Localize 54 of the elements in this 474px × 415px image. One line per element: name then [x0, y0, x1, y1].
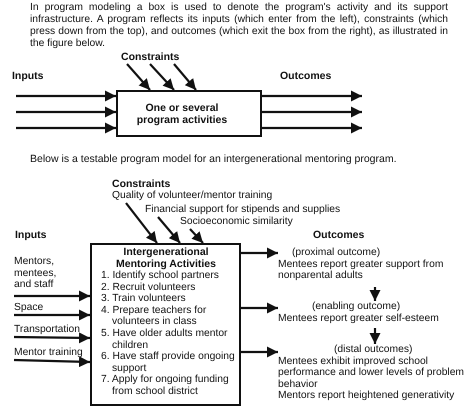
- process-box: [116, 90, 262, 137]
- constraint-text: Socioeconomic similarity: [180, 216, 330, 229]
- arrow: [125, 202, 158, 244]
- arrow: [16, 90, 116, 102]
- section-heading: Outcomes: [313, 229, 364, 241]
- arrow: [262, 106, 362, 118]
- input-text: Space: [14, 302, 74, 315]
- list-item: 2. Recruit volunteers: [101, 282, 196, 294]
- arrow: [14, 356, 90, 368]
- paragraph: Below is a testable program model for an intergenerational mentoring program.: [30, 153, 397, 165]
- input-text: Mentors, mentees, and staff: [14, 256, 76, 296]
- paragraph: In program modeling a box is used to denote the program's activity and its support infrastructure. A program reflects its inputs (which enter from the left), constraints (which press down from the top), and outcomes (which exit the box from the right), as illustrated in the figure below.: [30, 2, 448, 50]
- list-item: 4. Prepare teachers for volunteers in class: [101, 304, 208, 328]
- section-heading: Inputs: [12, 70, 44, 82]
- arrow: [241, 346, 278, 358]
- list-item: 5. Have older adults mentor children: [101, 328, 228, 352]
- arrow: [14, 290, 90, 302]
- arrow: [157, 216, 181, 244]
- outcome-description: Mentors report heightened generativity: [278, 390, 456, 402]
- outcome-description: Mentees report greater self-esteem: [278, 312, 440, 324]
- arrow: [241, 248, 278, 258]
- arrow: [173, 63, 197, 91]
- arrow: [241, 302, 278, 314]
- arrow: [16, 106, 116, 118]
- input-text: Mentor training: [14, 347, 94, 360]
- outcome-type: (proximal outcome): [291, 247, 382, 259]
- arrow: [262, 122, 362, 134]
- input-text: Transportation: [14, 324, 94, 337]
- section-heading: Constraints: [121, 51, 181, 64]
- box-heading: Intergenerational Mentoring Activities: [115, 246, 217, 270]
- list-item: 1. Identify school partners: [101, 270, 220, 282]
- outcome-description: Mentees exhibit improved school performance and lower levels of problem behavior: [278, 356, 464, 390]
- arrow: [189, 228, 204, 244]
- constraint-text: Financial support for stipends and supplies: [145, 204, 365, 217]
- arrow: [14, 310, 90, 320]
- arrow: [370, 328, 380, 344]
- list-item: 6. Have staff provide ongoing support: [101, 351, 235, 374]
- section-heading: Outcomes: [280, 70, 332, 82]
- outcome-type: (distal outcomes): [333, 344, 414, 356]
- section-heading: Constraints: [112, 178, 170, 190]
- outcome-type: (enabling outcome): [311, 301, 402, 313]
- arrow: [14, 332, 90, 344]
- process-box: [90, 243, 241, 406]
- outcome-description: Mentees report greater support from nonparental adults: [278, 258, 444, 282]
- arrow: [16, 122, 116, 134]
- box-text: One or several program activities: [136, 102, 228, 126]
- arrow: [262, 90, 362, 102]
- arrow: [126, 63, 151, 91]
- constraint-text: Quality of volunteer/mentor training: [112, 190, 312, 203]
- list-item: 7. Apply for ongoing funding from school district: [101, 374, 230, 398]
- arrow: [370, 287, 380, 301]
- list-item: 3. Train volunteers: [101, 293, 187, 305]
- arrow: [149, 63, 175, 91]
- section-heading: Inputs: [15, 229, 46, 241]
